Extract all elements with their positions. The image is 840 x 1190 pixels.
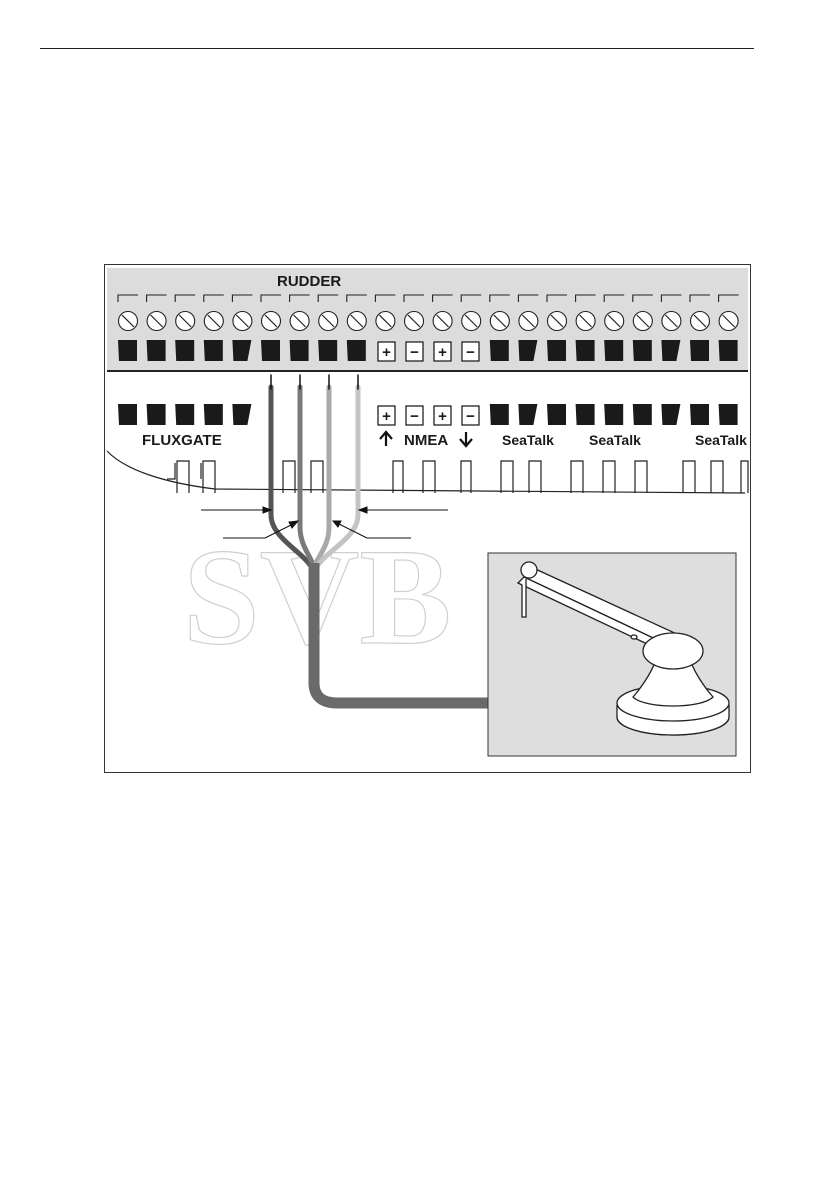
terminal-screw-icon — [519, 312, 538, 331]
terminal-block — [175, 340, 194, 361]
polarity-plus-4: + — [438, 408, 447, 425]
polarity-plus-1: + — [382, 344, 391, 361]
rudder-transducer-inset — [488, 553, 736, 756]
terminal-block — [633, 404, 652, 425]
seatalk-label-2: SeaTalk — [589, 432, 641, 448]
terminal-block — [661, 404, 680, 425]
terminal-block — [547, 404, 566, 425]
polarity-plus-2: + — [438, 344, 447, 361]
terminal-block — [490, 340, 509, 361]
connector-teeth — [167, 461, 748, 493]
terminal-block — [490, 404, 509, 425]
terminal-screw-icon — [119, 312, 138, 331]
terminal-block — [290, 340, 309, 361]
terminal-screw-icon — [376, 312, 395, 331]
terminal-screw-icon — [176, 312, 195, 331]
terminal-block — [518, 404, 537, 425]
terminal-block — [633, 340, 652, 361]
rudder-wiring-diagram: RUDDER + − + − + − + − FLUXGATE NMEA Sea… — [105, 265, 752, 774]
terminal-block — [147, 404, 166, 425]
terminal-block — [147, 340, 166, 361]
terminal-block — [719, 340, 738, 361]
terminal-block — [719, 404, 738, 425]
terminal-block — [118, 340, 137, 361]
polarity-minus-1: − — [410, 344, 419, 361]
terminal-block — [261, 340, 280, 361]
seatalk-label-1: SeaTalk — [502, 432, 554, 448]
terminal-screw-icon — [290, 312, 309, 331]
terminal-block — [347, 340, 366, 361]
terminal-screw-icon — [319, 312, 338, 331]
polarity-minus-2: − — [466, 344, 475, 361]
terminal-block — [576, 340, 595, 361]
terminal-block — [690, 404, 709, 425]
terminal-block — [576, 404, 595, 425]
terminal-block — [318, 340, 337, 361]
polarity-boxes-bottom: + − + − — [378, 406, 479, 425]
polarity-minus-4: − — [466, 408, 475, 425]
rudder-wiring-figure: RUDDER + − + − + − + − FLUXGATE NMEA Sea… — [104, 264, 751, 773]
terminal-screw-icon — [691, 312, 710, 331]
terminal-block — [175, 404, 194, 425]
terminal-screw-icon — [347, 312, 366, 331]
terminal-screw-icon — [719, 312, 738, 331]
nmea-input-arrow-icon — [380, 432, 392, 446]
terminal-block — [690, 340, 709, 361]
nmea-output-arrow-icon — [460, 432, 472, 446]
rudder-label: RUDDER — [277, 273, 341, 290]
seatalk-label-3: SeaTalk — [695, 432, 747, 448]
terminal-block — [232, 404, 251, 425]
terminal-block — [204, 340, 223, 361]
terminal-screw-icon — [233, 312, 252, 331]
terminal-screw-icon — [433, 312, 452, 331]
polarity-plus-3: + — [382, 408, 391, 425]
page-header-rule — [40, 48, 754, 49]
fluxgate-label: FLUXGATE — [142, 432, 222, 449]
terminal-block — [604, 404, 623, 425]
terminal-screw-icon — [605, 312, 624, 331]
terminal-screw-icon — [147, 312, 166, 331]
nmea-label: NMEA — [404, 432, 448, 449]
terminal-screw-icon — [576, 312, 595, 331]
terminal-screw-icon — [548, 312, 567, 331]
terminal-blocks-bottom — [118, 404, 738, 425]
terminal-screw-icon — [490, 312, 509, 331]
terminal-block — [204, 404, 223, 425]
terminal-screw-icon — [262, 312, 281, 331]
terminal-screw-icon — [633, 312, 652, 331]
terminal-screw-icon — [462, 312, 481, 331]
terminal-screw-icon — [204, 312, 223, 331]
terminal-screw-icon — [405, 312, 424, 331]
terminal-screw-icon — [662, 312, 681, 331]
polarity-minus-3: − — [410, 408, 419, 425]
terminal-block — [604, 340, 623, 361]
terminal-block — [547, 340, 566, 361]
terminal-block — [118, 404, 137, 425]
